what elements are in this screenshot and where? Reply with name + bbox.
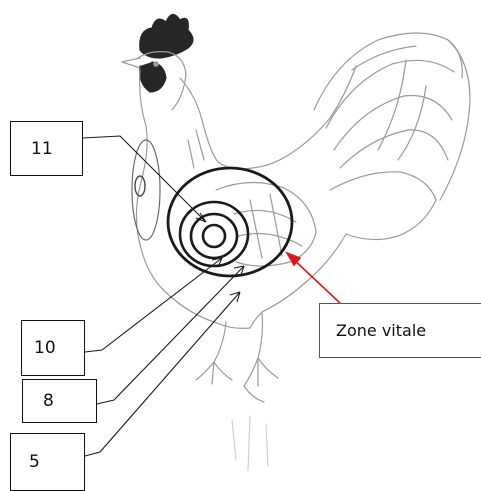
rooster-wattle <box>140 62 166 92</box>
label-ring-8-text: 8 <box>43 391 54 411</box>
leader-lines <box>83 136 244 456</box>
leader-line-5 <box>85 292 240 456</box>
leader-line-10 <box>85 258 222 352</box>
rooster-neck-front <box>136 70 250 328</box>
target-rings <box>132 140 292 276</box>
rooster-leg-left <box>196 322 232 384</box>
rooster-sketch <box>122 14 470 470</box>
rooster-wing <box>216 182 316 266</box>
leader-line-8 <box>97 266 244 404</box>
label-ring-8: 8 <box>22 379 97 423</box>
rooster-eye <box>154 62 158 66</box>
label-ring-10: 10 <box>21 320 85 376</box>
zone-vitale-pointer <box>287 253 340 303</box>
label-zone-vitale: Zone vitale <box>319 303 481 358</box>
rooster-tail <box>314 33 462 110</box>
label-ring-5-text: 5 <box>29 452 40 472</box>
leader-line-11 <box>83 136 206 222</box>
label-ring-11: 11 <box>10 121 83 176</box>
label-zone-vitale-text: Zone vitale <box>336 321 426 340</box>
label-ring-10-text: 10 <box>34 338 56 358</box>
rooster-leg-right <box>244 312 278 386</box>
zone-vitale-line <box>292 258 340 303</box>
label-ring-11-text: 11 <box>31 139 53 159</box>
ring-11-center <box>203 225 225 247</box>
rooster-beak <box>122 58 140 68</box>
label-ring-5: 5 <box>10 433 85 491</box>
ring-10 <box>191 214 237 258</box>
